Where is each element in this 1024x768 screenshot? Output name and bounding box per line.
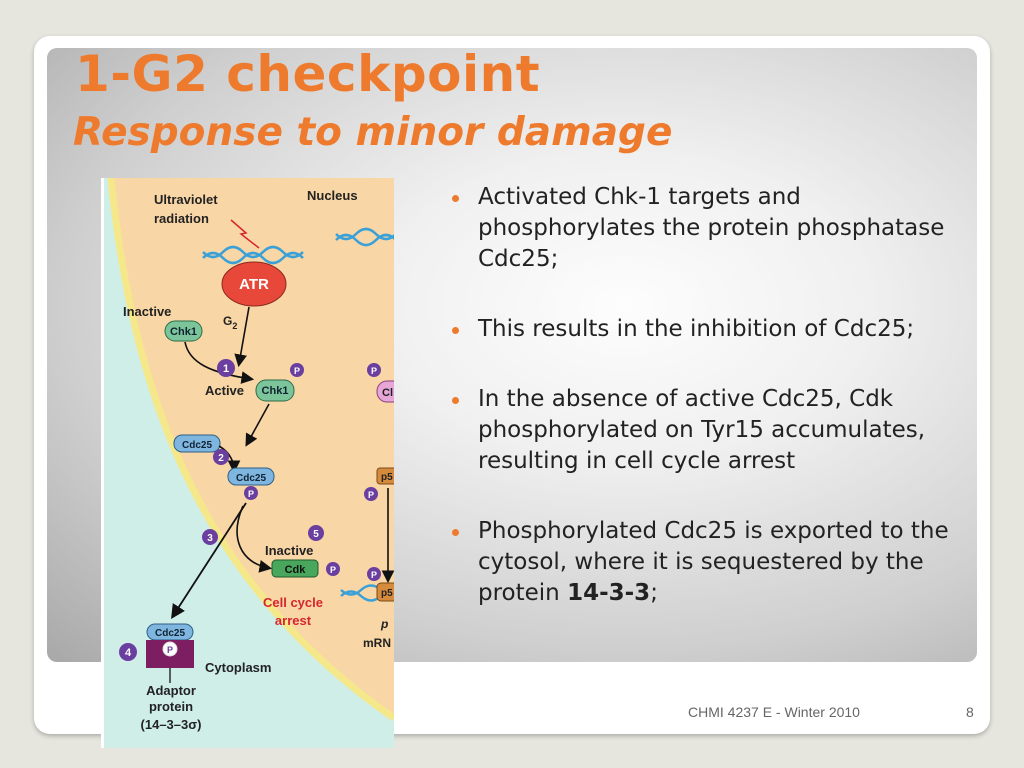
active-chk1-node [255, 379, 295, 402]
g2-checkpoint-diagram: Ultraviolet radiation Nucleus ATR Inacti… [101, 178, 394, 748]
step-2-number: 2 [218, 453, 224, 464]
nucleus-label: Nucleus [307, 188, 358, 203]
bullet-list: Activated Chk-1 targets and phosphorylat… [452, 182, 972, 648]
bullet-text: This results in the inhibition of Cdc25; [478, 316, 915, 342]
partial-p53-top-text: p5 [381, 472, 393, 483]
bullet-dot-icon [452, 327, 459, 334]
partial-phosphate-1-label: P [371, 366, 377, 376]
dna-helix-right-strand-icon [335, 227, 394, 241]
inactive-chk1-label: Inactive [123, 304, 171, 319]
arrest-label-line1: Cell cycle [263, 595, 323, 610]
partial-chk-text: Cl [382, 387, 393, 399]
chk1-to-cdc25-arrow [245, 403, 270, 447]
phosphate-cytosolic-label: P [167, 645, 173, 655]
partial-phosphate-1 [367, 363, 381, 377]
slide-title: 1-G2 checkpoint [75, 45, 541, 103]
phosphate-cdk-label: P [330, 565, 336, 575]
bullet-item: In the absence of active Cdc25, Cdk phos… [452, 384, 972, 477]
active-chk1-text: Chk1 [262, 385, 289, 397]
partial-gene-text: p [380, 617, 388, 631]
bullet-text: Activated Chk-1 targets and phosphorylat… [478, 184, 945, 272]
bullet-bold-text: 14-3-3 [567, 580, 651, 606]
bullet-tail-text: ; [650, 580, 658, 606]
step-3-badge [202, 529, 218, 545]
bullet-text: Phosphorylated Cdc25 is exported to the … [478, 518, 949, 606]
dna-helix-icon [202, 251, 304, 265]
step-2-badge [213, 449, 229, 465]
cdc25-phospho-node [227, 467, 275, 486]
partial-phosphate-3 [367, 567, 381, 581]
diagram-svg: Ultraviolet radiation Nucleus ATR Inacti… [101, 178, 394, 748]
uv-ray-icon [230, 219, 260, 249]
cdc25-node [173, 434, 221, 453]
inhibition-arrow [236, 505, 273, 573]
nuclear-membrane [107, 178, 394, 721]
adaptor-label-line3: (14–3–3σ) [141, 717, 202, 732]
slide-subtitle: Response to minor damage [73, 110, 673, 155]
bullet-item: This results in the inhibition of Cdc25; [452, 314, 972, 345]
slide-page-number: 8 [966, 704, 974, 720]
partial-p53-bottom-text: p5 [381, 588, 393, 599]
cdk-text: Cdk [285, 564, 307, 576]
cdc25-text: Cdc25 [182, 440, 212, 451]
cytoplasm-label: Cytoplasm [205, 660, 271, 675]
cytosolic-cdc25-text: Cdc25 [155, 628, 185, 639]
dna-helix-right-icon [335, 233, 394, 247]
partial-phosphate-2 [364, 487, 378, 501]
dna-helix-strand-icon [202, 245, 304, 259]
cdc25-phospho-text: Cdc25 [236, 473, 266, 484]
step-3-number: 3 [207, 533, 213, 544]
atr-to-chk1-arrow [234, 306, 250, 368]
uv-label-line1: Ultraviolet [154, 192, 218, 207]
chk1-activation-arrow [184, 341, 255, 384]
active-chk1-label: Active [205, 383, 244, 398]
partial-phosphate-3-label: P [371, 570, 377, 580]
slide-footer: CHMI 4237 E - Winter 2010 [688, 704, 860, 720]
step-1-badge [217, 359, 235, 377]
phosphate-cdc25-label: P [248, 489, 254, 499]
inactive-chk1-text: Chk1 [170, 326, 197, 338]
atr-node [221, 261, 287, 307]
bullet-dot-icon [452, 397, 459, 404]
uv-label-line2: radiation [154, 211, 209, 226]
cdk-node [271, 559, 319, 578]
phosphate-chk1 [290, 363, 304, 377]
bullet-text: In the absence of active Cdc25, Cdk phos… [478, 386, 926, 474]
bullet-dot-icon [452, 195, 459, 202]
atr-label: ATR [239, 276, 269, 293]
bullet-dot-icon [452, 529, 459, 536]
phosphate-cdk [326, 562, 340, 576]
adaptor-label-line1: Adaptor [146, 683, 196, 698]
partial-phosphate-2-label: P [368, 490, 374, 500]
phosphate-chk1-label: P [294, 366, 300, 376]
inactive-chk1-node [164, 320, 203, 342]
arrest-label-line2: arrest [275, 613, 312, 628]
step-1-number: 1 [223, 363, 229, 375]
partial-mrna-text: mRN [363, 636, 391, 650]
bullet-item: Activated Chk-1 targets and phosphorylat… [452, 182, 972, 275]
inactive-cdk-label: Inactive [265, 543, 313, 558]
nucleus-region [111, 178, 394, 718]
adaptor-label-line2: protein [149, 699, 193, 714]
g2-label: G2 [223, 314, 237, 331]
bullet-item: Phosphorylated Cdc25 is exported to the … [452, 516, 972, 609]
phosphate-cdc25 [244, 486, 258, 500]
step-5-number: 5 [313, 529, 319, 540]
export-arrow [171, 502, 247, 620]
step-4-badge [119, 643, 137, 661]
step-5-badge [308, 525, 324, 541]
step-4-number: 4 [125, 647, 132, 659]
